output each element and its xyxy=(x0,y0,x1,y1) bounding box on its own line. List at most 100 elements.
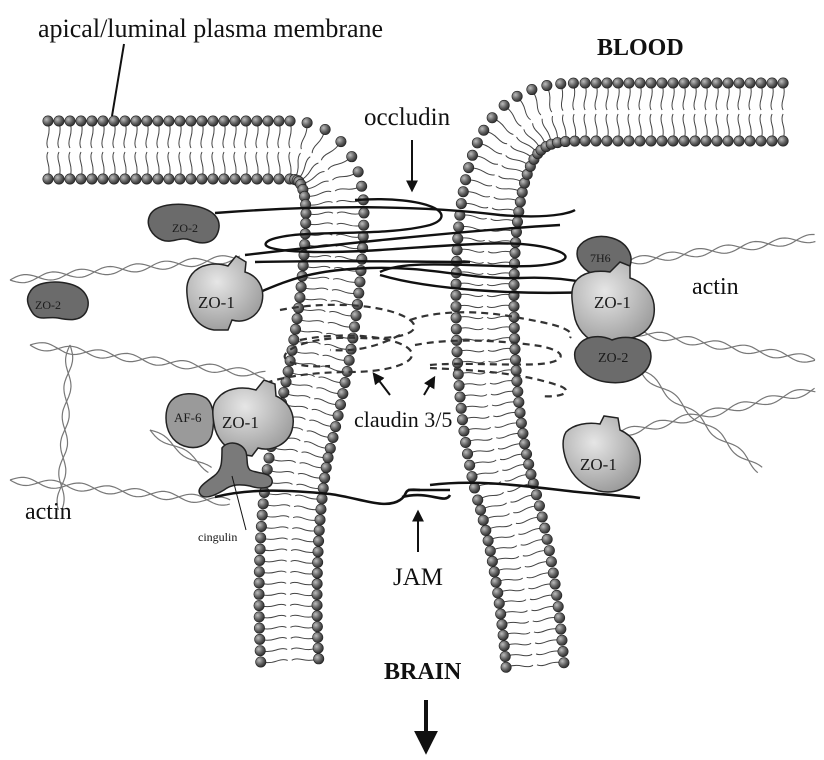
lipid-head xyxy=(142,116,152,126)
lipid-head xyxy=(550,579,560,589)
lipid-head xyxy=(290,324,300,334)
zo1-left-lower-label: ZO-1 xyxy=(222,413,259,432)
lipid-head xyxy=(451,301,461,311)
lipid-head xyxy=(756,136,766,146)
lipid-head xyxy=(453,233,463,243)
lipid-head xyxy=(453,222,463,232)
lipid-head xyxy=(668,136,678,146)
lipid-head xyxy=(457,415,467,425)
lipid-head xyxy=(254,600,264,610)
zo2-right-protein: ZO-2 xyxy=(575,337,651,383)
lipid-head xyxy=(333,410,343,420)
lipid-head xyxy=(499,641,509,651)
lipid-head xyxy=(521,449,531,459)
lipid-head xyxy=(512,376,522,386)
lipid-head xyxy=(120,174,130,184)
af6-label: AF-6 xyxy=(174,410,202,425)
lipid-head xyxy=(175,174,185,184)
lipid-head xyxy=(553,601,563,611)
lipid-head xyxy=(778,78,788,88)
lipid-head xyxy=(495,609,505,619)
lipid-head xyxy=(509,280,519,290)
lipid-head xyxy=(459,426,469,436)
lipid-head xyxy=(493,588,503,598)
lipid-head xyxy=(635,78,645,88)
lipid-head xyxy=(712,136,722,146)
lipid-head xyxy=(559,658,569,668)
zo1-right-lower-label: ZO-1 xyxy=(580,455,617,474)
lipid-head xyxy=(591,78,601,88)
lipid-head xyxy=(208,174,218,184)
lipid-head xyxy=(548,568,558,578)
lipid-head xyxy=(646,136,656,146)
zo1-right-upper-protein: ZO-1 xyxy=(572,262,654,346)
lipid-head xyxy=(487,113,497,123)
lipid-head xyxy=(317,494,327,504)
lipid-head xyxy=(469,483,479,493)
lipid-head xyxy=(501,662,511,672)
lipid-head xyxy=(460,175,470,185)
cingulin-label: cingulin xyxy=(198,530,237,544)
lipid-head xyxy=(313,547,323,557)
lipid-head xyxy=(219,174,229,184)
lipid-head xyxy=(355,277,365,287)
lipid-head xyxy=(455,392,465,402)
lipid-head xyxy=(313,654,323,664)
lipid-head xyxy=(349,322,359,332)
lipid-head xyxy=(542,80,552,90)
lipid-head xyxy=(252,116,262,126)
lipid-head xyxy=(164,174,174,184)
lipid-head xyxy=(313,643,323,653)
lipid-head xyxy=(479,125,489,135)
lipid-head xyxy=(252,174,262,184)
lipid-head xyxy=(43,116,53,126)
lipid-head xyxy=(279,387,289,397)
lipid-head xyxy=(312,621,322,631)
lipid-head xyxy=(208,116,218,126)
lipid-head xyxy=(478,515,488,525)
lipid-head xyxy=(356,181,366,191)
zo1-right-upper-label: ZO-1 xyxy=(594,293,631,312)
lipid-head xyxy=(87,174,97,184)
lipid-head xyxy=(531,490,541,500)
lipid-head xyxy=(519,439,529,449)
lipid-head xyxy=(263,174,273,184)
lipid-head xyxy=(274,116,284,126)
lipid-head xyxy=(230,174,240,184)
lipid-head xyxy=(175,116,185,126)
lipid-head xyxy=(338,388,348,398)
lipid-head xyxy=(462,449,472,459)
lipid-head xyxy=(464,460,474,470)
lipid-head xyxy=(526,469,536,479)
lipid-head xyxy=(312,568,322,578)
lipid-head xyxy=(351,310,361,320)
lipid-head xyxy=(512,91,522,101)
lipid-head xyxy=(312,600,322,610)
lipid-head xyxy=(767,136,777,146)
lipid-head xyxy=(65,174,75,184)
lipid-head xyxy=(319,473,329,483)
lipid-head xyxy=(292,313,302,323)
actin-left-label: actin xyxy=(25,499,72,525)
lipid-head xyxy=(259,487,269,497)
lipid-head xyxy=(487,556,497,566)
lipid-head xyxy=(624,136,634,146)
lipid-head xyxy=(255,646,265,656)
blood-label: BLOOD xyxy=(597,35,684,61)
lipid-head xyxy=(467,150,477,160)
brain-label: BRAIN xyxy=(384,659,462,685)
lipid-head xyxy=(646,78,656,88)
lipid-head xyxy=(515,407,525,417)
lipid-head xyxy=(356,265,366,275)
lipid-head xyxy=(745,136,755,146)
lipid-head xyxy=(76,116,86,126)
7h6-label: 7H6 xyxy=(590,251,611,265)
lipid-head xyxy=(295,292,305,302)
jam-label: JAM xyxy=(393,564,443,591)
lipid-head xyxy=(344,355,354,365)
lipid-head xyxy=(624,78,634,88)
lipid-head xyxy=(258,499,268,509)
lipid-head xyxy=(734,136,744,146)
lipid-head xyxy=(256,657,266,667)
